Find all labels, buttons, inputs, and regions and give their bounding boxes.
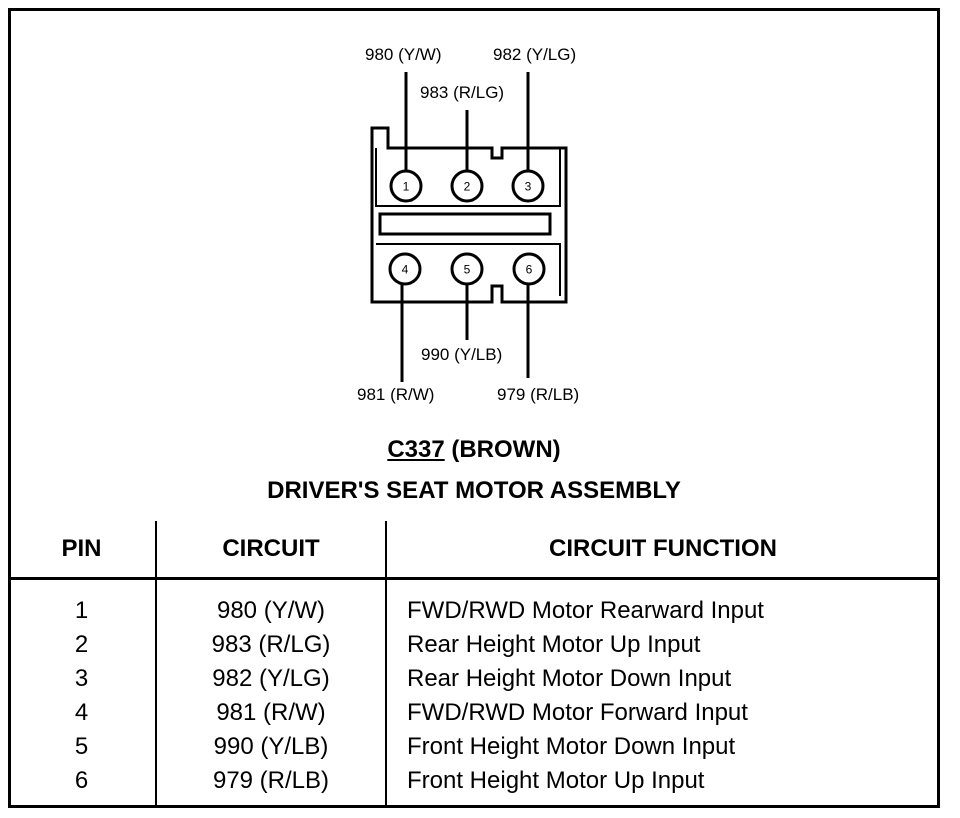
diagram-frame [8, 8, 940, 808]
table-function: Rear Height Motor Up Input [407, 631, 701, 658]
pin-column: 1 2 3 4 5 6 [8, 578, 157, 808]
connector-diagram: 1 2 3 4 5 6 980 (Y/W) 982 (Y/LG) 983 (R/… [357, 45, 579, 404]
wire-label-pin6: 979 (R/LB) [497, 385, 579, 404]
wire-label-pin5: 990 (Y/LB) [421, 345, 502, 364]
connector-body [370, 126, 568, 304]
header-circuit-function: CIRCUIT FUNCTION [386, 521, 940, 580]
header-circuit: CIRCUIT [156, 521, 387, 580]
table-function: FWD/RWD Motor Forward Input [407, 699, 748, 726]
table-function: Front Height Motor Down Input [407, 733, 736, 760]
svg-text:1: 1 [403, 180, 410, 194]
pin-2: 2 [450, 169, 484, 203]
header-pin: PIN [8, 521, 157, 580]
pin-3: 3 [511, 169, 545, 203]
table-pin: 1 [74, 597, 89, 624]
table-pin: 3 [74, 665, 89, 692]
table-header-row: PIN CIRCUIT CIRCUIT FUNCTION [8, 521, 940, 580]
table-circuit: 982 (Y/LG) [212, 665, 330, 692]
table-function: Rear Height Motor Down Input [407, 665, 732, 692]
table-pin: 2 [74, 631, 89, 658]
svg-text:6: 6 [526, 263, 533, 277]
connector-title: C337 (BROWN) [8, 436, 940, 464]
connector-id: C337 [387, 436, 445, 463]
pin-1: 1 [389, 169, 423, 203]
function-column: FWD/RWD Motor Rearward Input Rear Height… [386, 579, 940, 809]
wire-label-pin1: 980 (Y/W) [365, 45, 442, 64]
pin-5: 5 [450, 252, 484, 286]
table-circuit: 983 (R/LG) [211, 631, 331, 658]
table-circuit: 979 (R/LB) [212, 767, 330, 794]
table-circuit: 981 (R/W) [216, 699, 326, 726]
circuit-column: 980 (Y/W) 983 (R/LG) 982 (Y/LG) 981 (R/W… [156, 578, 387, 808]
svg-text:5: 5 [464, 263, 471, 277]
upper-pin-cavity [375, 148, 561, 207]
svg-text:2: 2 [464, 180, 471, 194]
table-pin: 5 [74, 733, 89, 760]
table-body: 1 2 3 4 5 6 980 (Y/W) 983 (R/LG) 982 (Y/… [8, 578, 940, 809]
lower-pin-cavity [376, 243, 561, 296]
svg-text:4: 4 [402, 263, 409, 277]
table-function: Front Height Motor Up Input [407, 767, 705, 794]
wire-label-pin3: 982 (Y/LG) [493, 45, 576, 64]
svg-text:3: 3 [525, 180, 532, 194]
wire-label-pin4: 981 (R/W) [357, 385, 434, 404]
pin-6: 6 [512, 252, 546, 286]
latch-bar [378, 212, 552, 236]
table-pin: 4 [74, 699, 89, 726]
wire-label-pin2: 983 (R/LG) [420, 83, 504, 102]
pin-4: 4 [388, 252, 422, 286]
pinout-table: PIN CIRCUIT CIRCUIT FUNCTION 1 2 3 4 5 6… [8, 521, 940, 808]
assembly-title: DRIVER'S SEAT MOTOR ASSEMBLY [267, 477, 681, 504]
table-function: FWD/RWD Motor Rearward Input [407, 597, 764, 624]
connector-color: (BROWN) [451, 436, 561, 463]
table-circuit: 980 (Y/W) [216, 597, 326, 624]
table-circuit: 990 (Y/LB) [213, 733, 329, 760]
table-pin: 6 [74, 767, 89, 794]
